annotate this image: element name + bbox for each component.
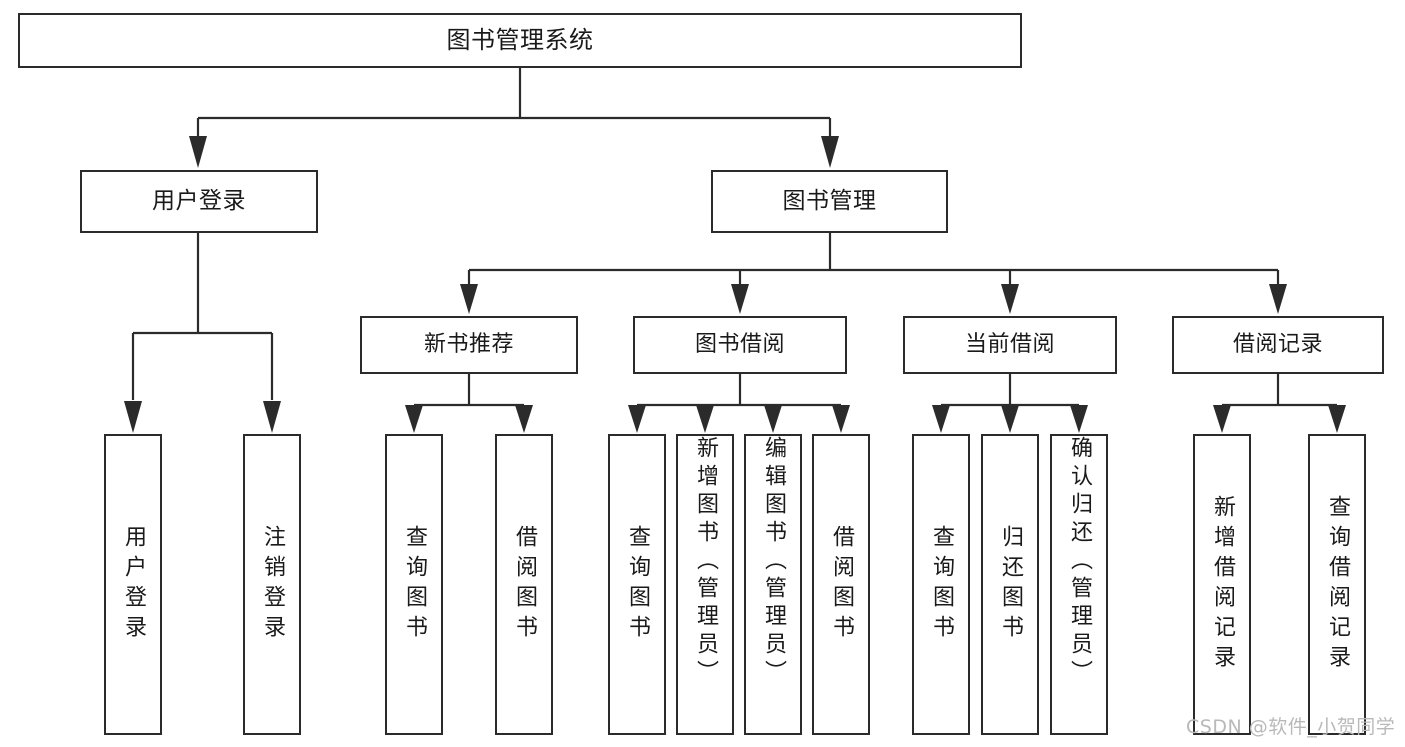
csdn-watermark: CSDN @软件_小贺同学 (1186, 716, 1396, 738)
node-leaf-borrow-book-2[interactable]: 借阅图书 (812, 434, 870, 735)
arrow-leaf-add-record (1213, 405, 1231, 433)
arrow-leaf-query-book-2 (628, 405, 646, 433)
node-current-borrow[interactable]: 当前借阅 (903, 316, 1117, 374)
node-new-book-recommend[interactable]: 新书推荐 (360, 316, 578, 374)
node-leaf-query-book-2[interactable]: 查询图书 (608, 434, 666, 735)
arrow-leaf-add-book (696, 405, 714, 433)
node-root[interactable]: 图书管理系统 (18, 13, 1022, 68)
arrow-leaf-query-record (1328, 405, 1346, 433)
arrow-user-login (189, 136, 207, 168)
arrow-borrow (731, 284, 749, 314)
node-leaf-edit-book[interactable]: 编辑图书（管理员） (744, 434, 802, 735)
node-leaf-borrow-book-1-label: 借阅图书 (512, 524, 537, 645)
arrow-leaf-logout-login (263, 401, 281, 433)
node-leaf-user-login-label: 用户登录 (121, 524, 146, 645)
node-borrow-record[interactable]: 借阅记录 (1172, 316, 1384, 374)
node-current-borrow-label: 当前借阅 (964, 332, 1055, 358)
node-leaf-edit-book-label: 编辑图书（管理员） (761, 436, 786, 688)
node-leaf-query-book-2-label: 查询图书 (625, 524, 650, 645)
arrow-record (1269, 284, 1287, 314)
arrow-leaf-confirm-return (1070, 405, 1088, 433)
arrow-leaf-query-book-1 (405, 405, 423, 433)
node-leaf-query-book-3-label: 查询图书 (929, 524, 954, 645)
node-leaf-confirm-return[interactable]: 确认归还（管理员） (1050, 434, 1108, 735)
node-leaf-return-book-label: 归还图书 (998, 524, 1023, 645)
node-leaf-logout-login[interactable]: 注销登录 (243, 434, 301, 735)
node-user-login[interactable]: 用户登录 (80, 170, 318, 233)
arrow-leaf-borrow-book-1 (515, 405, 533, 433)
node-leaf-borrow-book-2-label: 借阅图书 (829, 524, 854, 645)
node-leaf-query-record-label: 查询借阅记录 (1325, 494, 1350, 675)
node-leaf-confirm-return-label: 确认归还（管理员） (1067, 436, 1092, 688)
node-leaf-add-book-label: 新增图书（管理员） (693, 436, 718, 688)
node-leaf-add-record-label: 新增借阅记录 (1210, 494, 1235, 675)
arrow-leaf-edit-book (764, 405, 782, 433)
node-root-label: 图书管理系统 (446, 25, 594, 54)
node-book-management-label: 图书管理 (782, 188, 877, 215)
node-leaf-add-book[interactable]: 新增图书（管理员） (676, 434, 734, 735)
node-book-borrow-label: 图书借阅 (694, 332, 785, 358)
arrow-leaf-query-book-3 (932, 405, 950, 433)
arrow-current (1001, 284, 1019, 314)
node-borrow-record-label: 借阅记录 (1232, 332, 1323, 358)
node-book-management[interactable]: 图书管理 (711, 170, 948, 233)
node-book-borrow[interactable]: 图书借阅 (633, 316, 847, 374)
node-leaf-query-book-3[interactable]: 查询图书 (912, 434, 970, 735)
arrow-recommend (460, 284, 478, 314)
node-leaf-return-book[interactable]: 归还图书 (981, 434, 1039, 735)
node-leaf-borrow-book-1[interactable]: 借阅图书 (495, 434, 553, 735)
node-leaf-query-book-1-label: 查询图书 (402, 524, 427, 645)
node-leaf-user-login[interactable]: 用户登录 (104, 434, 162, 735)
node-leaf-query-book-1[interactable]: 查询图书 (385, 434, 443, 735)
arrow-leaf-user-login (124, 401, 142, 433)
node-user-login-label: 用户登录 (152, 188, 246, 215)
node-leaf-query-record[interactable]: 查询借阅记录 (1308, 434, 1366, 735)
node-leaf-add-record[interactable]: 新增借阅记录 (1193, 434, 1251, 735)
node-new-book-recommend-label: 新书推荐 (423, 332, 514, 358)
node-leaf-logout-login-label: 注销登录 (260, 524, 285, 645)
arrow-leaf-borrow-book-2 (832, 405, 850, 433)
arrow-book-management (821, 136, 839, 168)
arrow-leaf-return-book (1001, 405, 1019, 433)
